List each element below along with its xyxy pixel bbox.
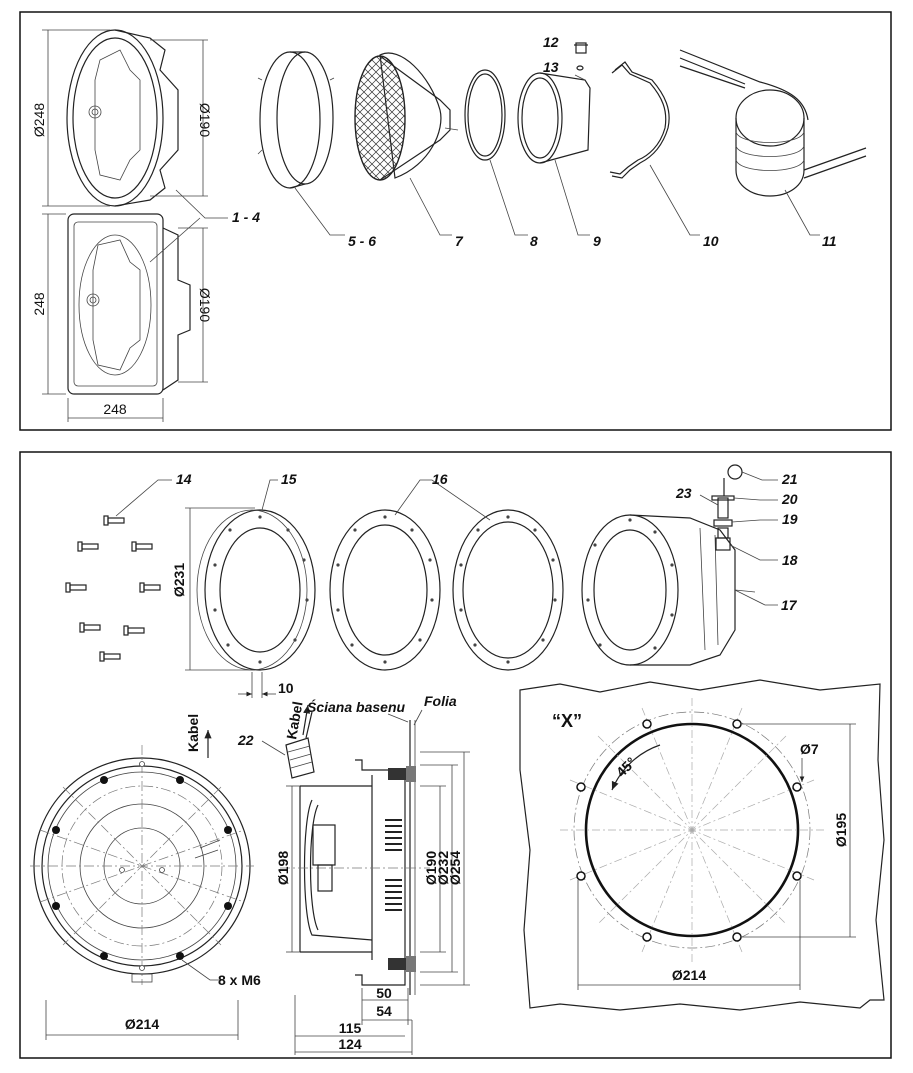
front-view <box>30 745 254 985</box>
label-14: 14 <box>176 471 192 487</box>
label-1-4: 1 - 4 <box>232 209 260 225</box>
ring-thickness-dim: 10 <box>238 672 294 698</box>
label-19: 19 <box>782 511 798 527</box>
detail-195-dim: Ø195 <box>740 723 856 938</box>
part-13-cable-coil <box>679 49 867 197</box>
ring-dim: Ø231 <box>171 507 255 671</box>
dim-54-value: 54 <box>376 1003 392 1019</box>
part-9-lens <box>517 72 591 164</box>
detail-x <box>519 679 885 1011</box>
part-12-clip <box>609 61 670 179</box>
detail-x-title: “X” <box>552 711 582 731</box>
label-23: 23 <box>675 485 692 501</box>
label-8: 8 <box>530 233 538 249</box>
label-20: 20 <box>781 491 798 507</box>
label-12: 10 <box>703 233 719 249</box>
section-kabel-arrow: Kabel <box>283 700 311 741</box>
ring-thickness-value: 10 <box>278 680 294 696</box>
detail-hole-dim: Ø7 <box>799 741 819 782</box>
label-17: 17 <box>781 597 798 613</box>
dim-232-value: Ø232 <box>435 851 451 885</box>
square-height-dim: 248 <box>31 292 47 316</box>
part-16-gasket-a <box>329 509 441 671</box>
front-kabel-arrow: Kabel <box>185 714 212 758</box>
section-view <box>280 720 430 995</box>
front-diameter-value: Ø214 <box>125 1016 159 1032</box>
part-17-housing <box>581 514 756 666</box>
round-dim-height: Ø248 <box>31 29 110 207</box>
part-8-gasket <box>464 69 506 161</box>
part-5-6-frame <box>257 51 335 189</box>
part-7-reflector <box>354 52 459 181</box>
label-16: 16 <box>432 471 448 487</box>
dim-198: Ø198 <box>275 785 300 953</box>
label-10: 13 <box>543 59 559 75</box>
wall-label: Ściana basenu <box>307 698 405 715</box>
ring-diameter-dim: Ø231 <box>171 563 187 597</box>
square-width-dim: 248 <box>103 401 127 417</box>
label-18: 18 <box>782 552 798 568</box>
bottom-panel-frame <box>19 451 892 1059</box>
part-11-bulb <box>574 42 588 54</box>
front-diameter-dim: Ø214 <box>45 1000 239 1040</box>
square-dim-inner: Ø190 <box>178 227 213 383</box>
dim-190-value: Ø190 <box>423 851 439 885</box>
square-dim-height: 248 <box>31 213 66 395</box>
dim-254: Ø254 <box>420 751 470 986</box>
label-5-6: 5 - 6 <box>348 233 376 249</box>
round-housing <box>66 29 179 207</box>
dim-115-value: 115 <box>339 1020 362 1036</box>
top-panel-frame <box>19 11 892 431</box>
part-15-ring <box>196 509 316 671</box>
detail-214-value: Ø214 <box>672 967 706 983</box>
round-height-dim: Ø248 <box>31 103 47 137</box>
part-16-gasket-b <box>452 509 564 671</box>
dim-124-value: 124 <box>338 1036 362 1052</box>
label-11: 12 <box>543 34 559 50</box>
round-dim-inner: Ø190 <box>150 39 213 197</box>
front-kabel-label: Kabel <box>185 714 201 752</box>
dim-190: Ø190 <box>420 785 446 953</box>
label-9: 9 <box>593 233 601 249</box>
label-13: 11 <box>822 233 837 249</box>
dim-50-value: 50 <box>376 985 392 1001</box>
section-kabel-label: Kabel <box>283 700 305 740</box>
front-screws-label: 8 x M6 <box>218 972 261 988</box>
label-22: 22 <box>237 732 254 748</box>
detail-214-dim: Ø214 <box>577 880 801 990</box>
part-18-21-gland <box>711 464 743 551</box>
square-housing <box>67 213 191 395</box>
part-14-screws <box>65 515 161 662</box>
label-7: 7 <box>455 233 464 249</box>
dim-115-124: 115 124 <box>294 995 413 1055</box>
foil-label: Folia <box>424 693 457 709</box>
dim-198-value: Ø198 <box>275 851 291 885</box>
detail-angle: 45° <box>613 754 639 780</box>
part-10-washer <box>576 65 584 71</box>
square-dim-width: 248 <box>67 398 164 422</box>
square-inner-dim: Ø190 <box>197 288 213 322</box>
dim-50-54: 50 54 <box>361 985 412 1025</box>
detail-hole-value: Ø7 <box>800 741 819 757</box>
detail-195-value: Ø195 <box>833 813 849 847</box>
dim-232: Ø232 <box>420 764 458 973</box>
label-21: 21 <box>781 471 798 487</box>
part-22-gland <box>285 711 315 779</box>
dim-254-value: Ø254 <box>447 851 463 885</box>
round-inner-dim: Ø190 <box>197 103 213 137</box>
label-15: 15 <box>281 471 297 487</box>
